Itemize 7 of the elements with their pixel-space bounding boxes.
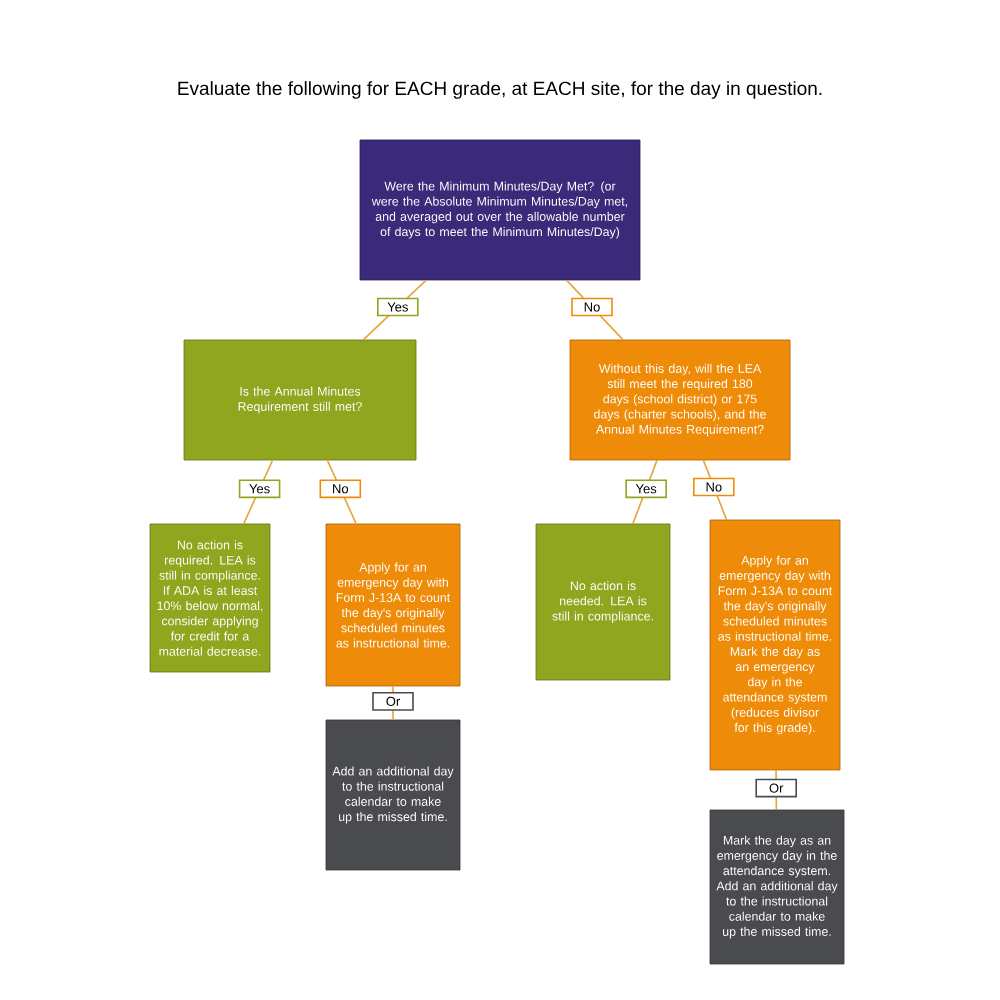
connector	[362, 279, 427, 341]
connector	[392, 685, 394, 721]
connector	[702, 459, 728, 521]
connector	[326, 459, 357, 525]
title: Evaluate the following for EACH grade, at EACH site, for the day in question.	[178, 81, 822, 99]
connector	[565, 279, 624, 341]
connector	[632, 459, 658, 525]
